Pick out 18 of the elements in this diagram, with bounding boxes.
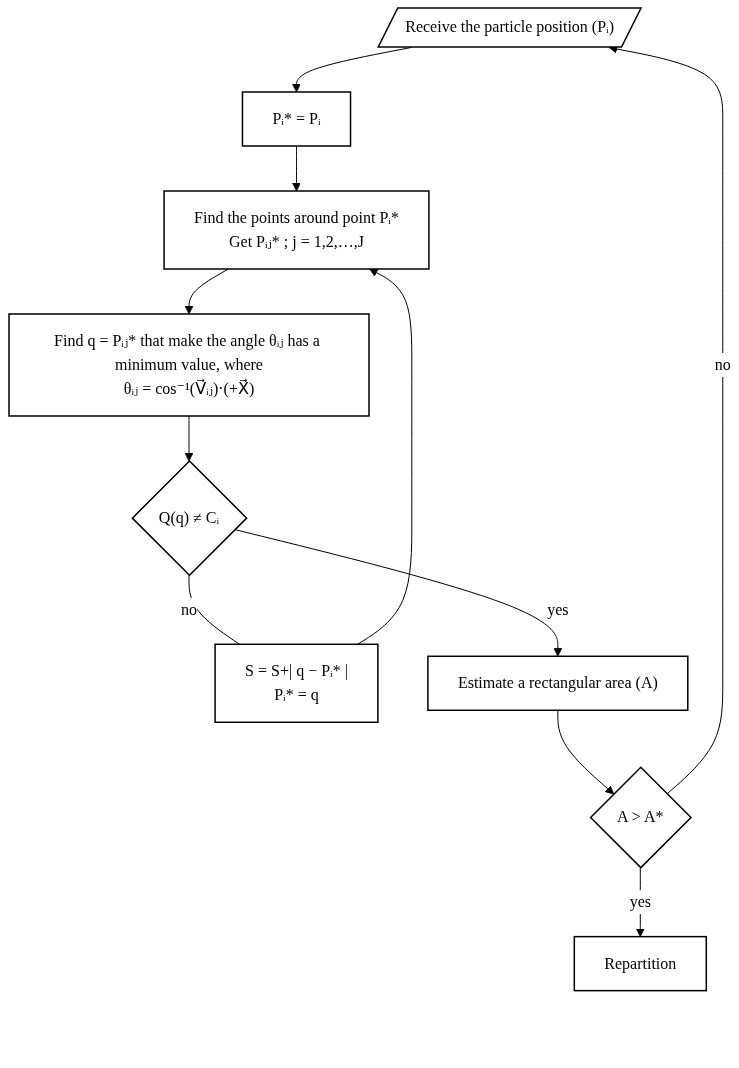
arrow: [184, 268, 229, 315]
arrow: [291, 145, 301, 192]
node-box: Find the points around point Pᵢ* Get Pᵢⱼ* ; j = 1,2,…,J: [162, 190, 430, 270]
node-box: S = S+| q − Pᵢ* | Pᵢ* = q: [213, 643, 379, 723]
edge-label: no: [714, 355, 731, 373]
node-box: Pᵢ* = Pᵢ: [241, 91, 351, 147]
connector: [188, 574, 240, 645]
node-box: Find q = Pᵢⱼ* that make the angle θᵢⱼ has a minimum value, where θᵢⱼ = cos⁻¹(V⃗ᵢⱼ)·(+X⃗): [7, 313, 370, 417]
arrow: [356, 268, 412, 645]
node-box: Estimate a rectangular area (A): [426, 655, 689, 711]
node-diamond: A > A*: [589, 766, 692, 869]
arrow: [184, 415, 193, 462]
arrow: [556, 709, 614, 795]
edge-label: no: [180, 600, 197, 618]
node-diamond: Q(q) ≠ Cᵢ: [130, 459, 248, 577]
node-box: Repartition: [573, 935, 707, 992]
edge-label: yes: [546, 600, 569, 618]
edge-label: yes: [629, 893, 651, 911]
